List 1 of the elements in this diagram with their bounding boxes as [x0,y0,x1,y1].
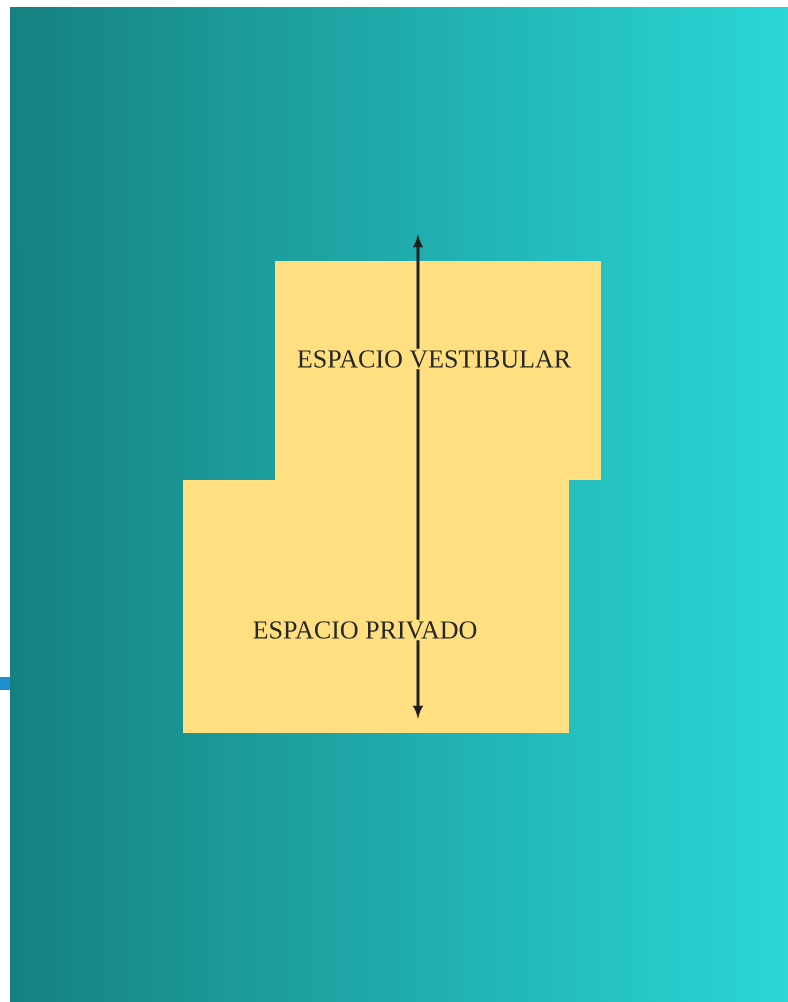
room-label: ESPACIO PRIVADO [251,619,479,641]
